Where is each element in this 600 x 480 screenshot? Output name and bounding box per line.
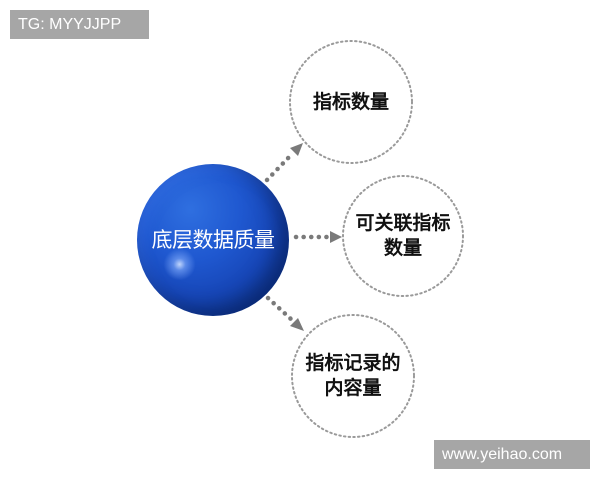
node-linkable-indicator-count: 可关联指标 数量 [342,175,464,297]
node-2-border [342,175,464,297]
node-2-line-1: 可关联指标 [355,212,451,234]
node-1-border [289,40,413,164]
arrow-to-node-2 [293,231,342,243]
arrow-to-node-3 [265,295,304,331]
arrow-to-node-1 [264,143,303,183]
node-indicator-count: 指标数量 [289,40,413,164]
center-sphere: 底层数据质量 [137,164,289,316]
watermark-telegram: TG: MYYJJPP [10,10,149,39]
node-3-border [291,314,415,438]
node-1-line-1: 指标数量 [312,90,389,113]
node-record-content-volume: 指标记录的 内容量 [291,314,415,438]
watermark-website: www.yeihao.com [434,440,590,469]
node-3-line-2: 内容量 [324,377,382,399]
node-2-line-2: 数量 [383,237,422,259]
center-label: 底层数据质量 [151,228,276,252]
node-3-line-1: 指标记录的 [305,352,401,374]
